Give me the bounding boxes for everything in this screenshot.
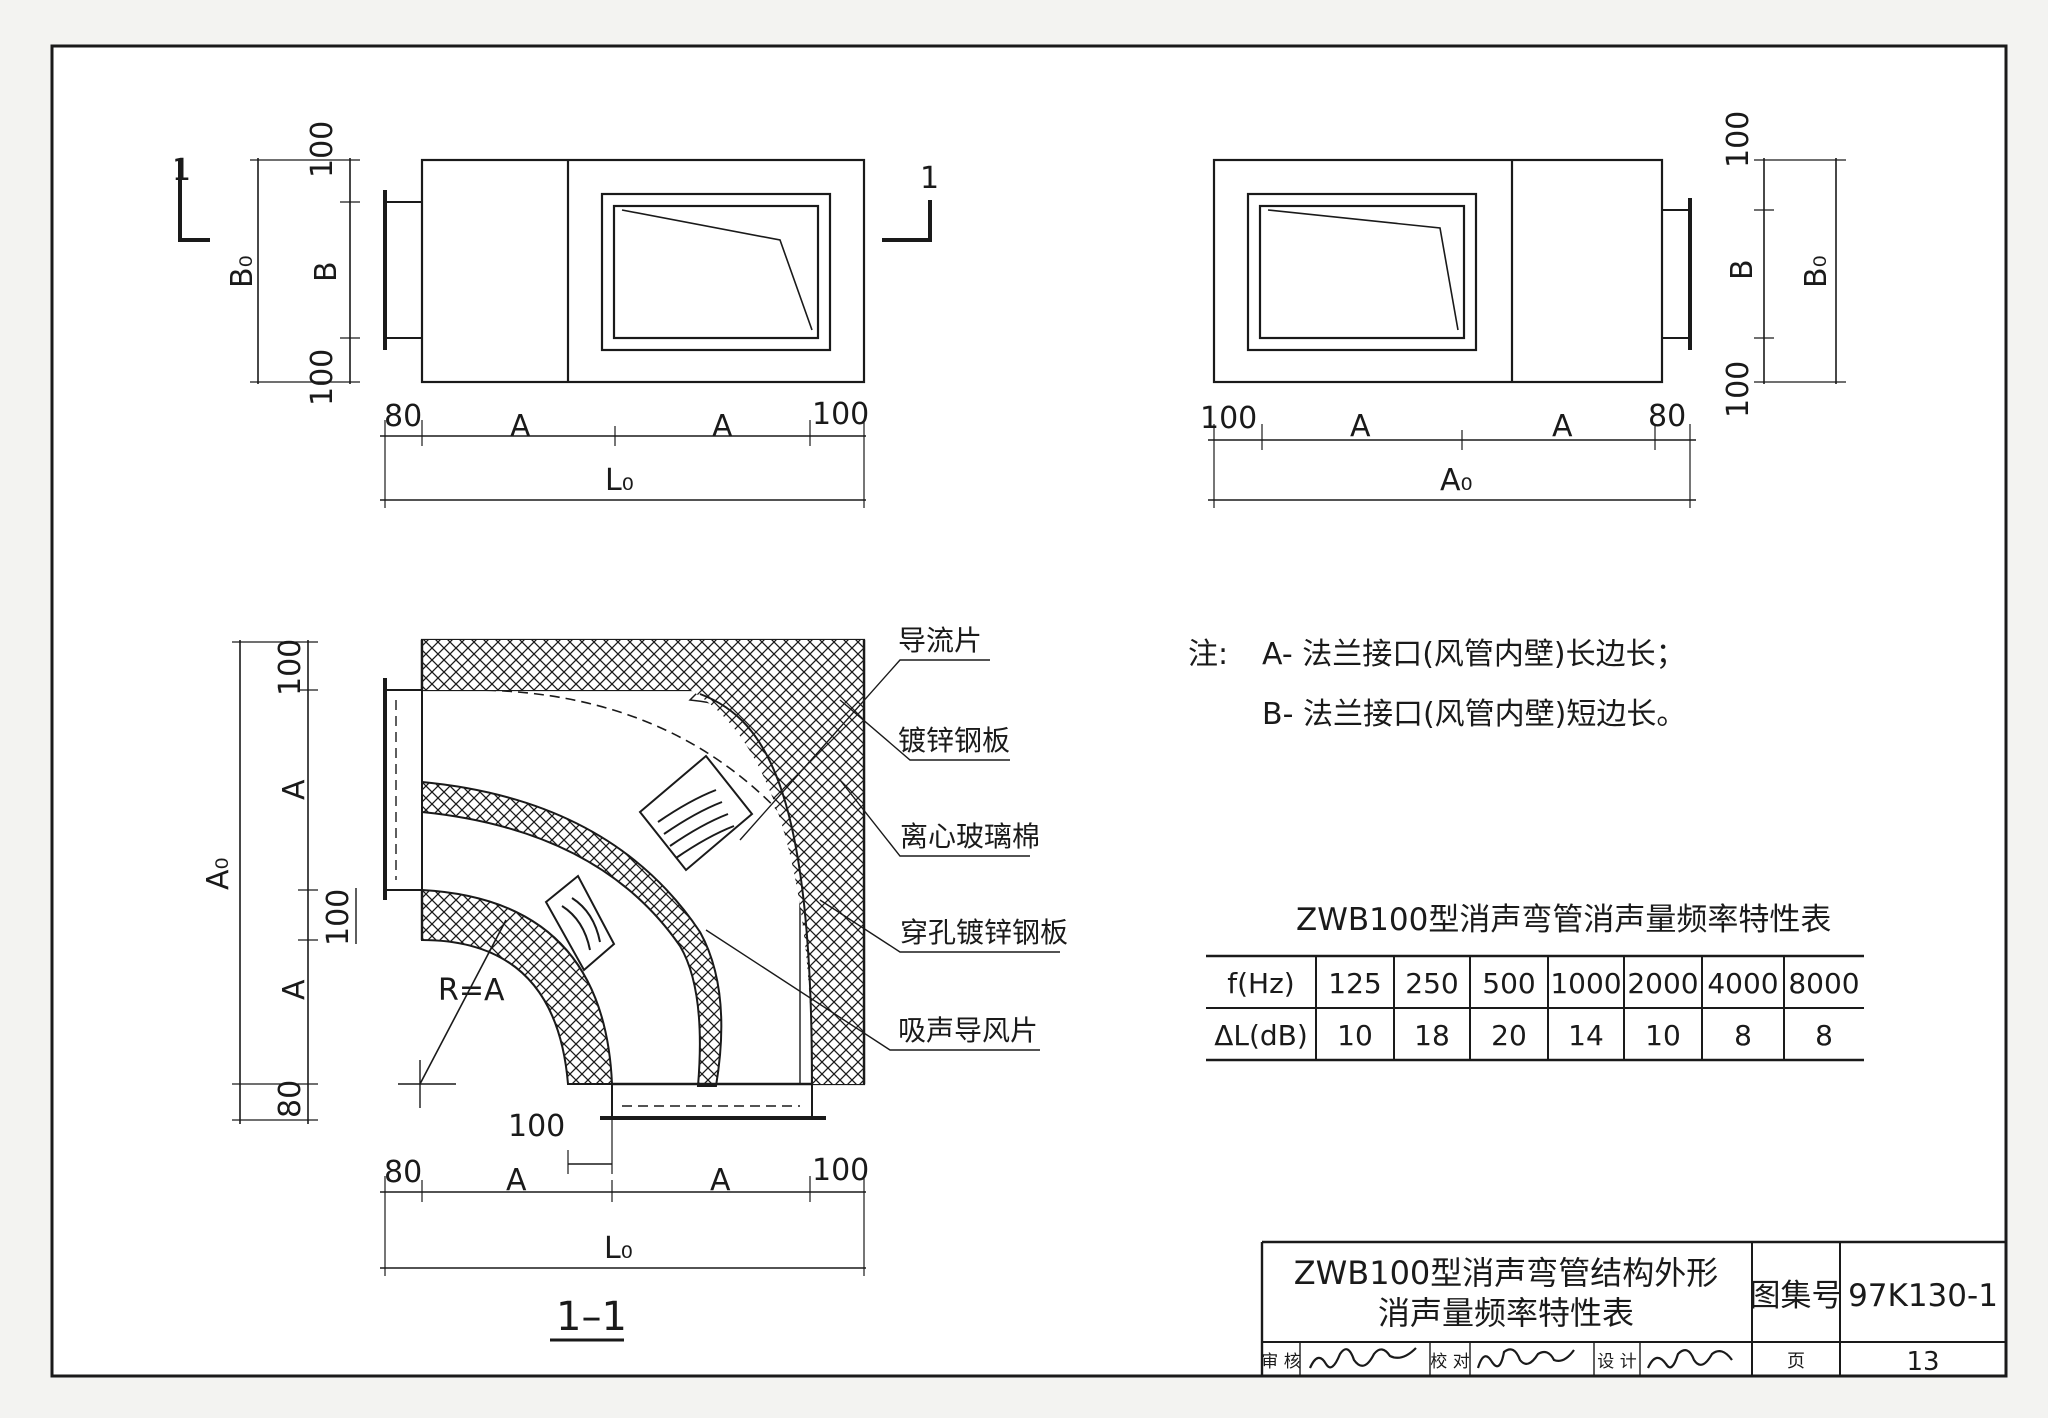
radius-label: R=A — [438, 973, 505, 1008]
page-label: 页 — [1787, 1351, 1805, 1372]
sec-bottom-0: 80 — [384, 1155, 422, 1190]
table-cell-r1c4: 14 — [1568, 1019, 1604, 1052]
sec-dim-0: 100 — [273, 639, 308, 696]
atlas-label: 图集号 — [1750, 1278, 1843, 1314]
top-left-elevation — [178, 158, 932, 508]
outlet-offset-label: 100 — [508, 1109, 565, 1144]
access-panel-outer — [600, 192, 832, 352]
dim-r-total: B₀ — [1799, 255, 1834, 288]
access-panel-inner — [612, 204, 820, 340]
table-cell-r1c3: 20 — [1491, 1019, 1527, 1052]
callout-galvanized-sheet: 镀锌钢板 — [898, 724, 1010, 757]
dim-r-bottom-total: A₀ — [1440, 463, 1473, 498]
dim-r-top: 100 — [1721, 111, 1756, 168]
design-label: 设 计 — [1597, 1352, 1636, 1372]
dim-b-top: 100 — [305, 121, 340, 178]
dim-r-bottom-3: 80 — [1648, 399, 1686, 434]
sec-dim-4: 80 — [273, 1080, 308, 1118]
table-cell-r0c1: 125 — [1328, 967, 1381, 1000]
signature-reviewer — [1308, 1347, 1417, 1369]
dim-r-bottom-2: A — [1552, 409, 1573, 444]
notes-line2: B- 法兰接口(风管内壁)短边长。 — [1262, 697, 1686, 732]
check-label: 校 对 — [1430, 1352, 1469, 1372]
sheet-frame — [50, 44, 2008, 1378]
table-cell-r0c0: f(Hz) — [1227, 967, 1294, 1000]
dim-bottom-1: A — [510, 409, 531, 444]
top-left-labels: 1 1 100 B 100 B₀ 80 A A 100 L₀ — [172, 121, 939, 498]
section-title: 1–1 — [556, 1294, 627, 1340]
sec-dim-3: A — [277, 979, 312, 1000]
table-cell-r1c7: 8 — [1815, 1019, 1833, 1052]
table-cell-r0c4: 1000 — [1550, 967, 1621, 1000]
callout-glass-wool: 离心玻璃棉 — [900, 820, 1040, 853]
sec-dim-total: A₀ — [201, 857, 236, 890]
callout-absorbent-vane: 吸声导风片 — [898, 1014, 1038, 1047]
table-cell-r0c3: 500 — [1482, 967, 1535, 1000]
sec-dim-2: 100 — [321, 889, 356, 946]
notes: 注: A- 法兰接口(风管内壁)长边长； B- 法兰接口(风管内壁)短边长。 — [1188, 637, 1686, 732]
access-panel-inner-right — [1258, 204, 1466, 340]
dim-bottom-total: L₀ — [605, 463, 634, 498]
table-cell-r1c1: 10 — [1337, 1019, 1373, 1052]
dim-r-bottom-1: A — [1350, 409, 1371, 444]
dim-b-total: B₀ — [225, 255, 260, 288]
table-cell-r1c0: ΔL(dB) — [1214, 1019, 1308, 1052]
title-line2: 消声量频率特性表 — [1378, 1294, 1634, 1332]
notes-prefix: 注: — [1188, 637, 1228, 672]
notes-line1: A- 法兰接口(风管内壁)长边长； — [1262, 637, 1686, 672]
absorbent-vane-lower — [544, 874, 616, 972]
title-block: ZWB100型消声弯管结构外形 消声量频率特性表 图集号 97K130-1 审 … — [1260, 1240, 2006, 1377]
sec-bottom-1: A — [506, 1163, 527, 1198]
table-cell-r0c6: 4000 — [1707, 967, 1778, 1000]
sec-bottom-total: L₀ — [604, 1231, 633, 1266]
callout-leaders — [705, 659, 1060, 1051]
atlas-number: 97K130-1 — [1848, 1278, 1998, 1314]
section-mark-text-right: 1 — [920, 161, 939, 196]
table-cell-r0c7: 8000 — [1788, 967, 1859, 1000]
section-mark-left — [178, 160, 210, 242]
dim-b-bottom: 100 — [305, 349, 340, 406]
dim-r-bottom-0: 100 — [1200, 401, 1257, 436]
callout-perforated-sheet: 穿孔镀锌钢板 — [900, 916, 1068, 949]
table-cell-r1c2: 18 — [1414, 1019, 1450, 1052]
table-cell-r0c2: 250 — [1405, 967, 1458, 1000]
dim-bottom-0: 80 — [384, 399, 422, 434]
table-cell-r1c6: 8 — [1734, 1019, 1752, 1052]
table-cell-r0c5: 2000 — [1627, 967, 1698, 1000]
dim-bottom-2: A — [712, 409, 733, 444]
dim-b-mid: B — [309, 261, 344, 282]
sec-bottom-2: A — [710, 1163, 731, 1198]
frequency-table: ZWB100型消声弯管消声量频率特性表 f(Hz) 125 250 500 10… — [1206, 902, 1864, 1062]
section-labels: 100 A 100 A 80 A₀ R=A 100 80 A A 100 L₀ … — [201, 624, 1068, 1340]
section-mark-right — [882, 200, 932, 242]
signature-designer — [1646, 1349, 1733, 1369]
sec-dim-1: A — [277, 779, 312, 800]
top-right-elevation — [1208, 158, 1846, 508]
access-panel-outer-right — [1246, 192, 1478, 352]
review-label: 审 核 — [1261, 1352, 1300, 1372]
signature-checker — [1476, 1348, 1575, 1369]
table-cell-r1c5: 10 — [1645, 1019, 1681, 1052]
section-view — [232, 638, 1060, 1342]
top-right-labels: 100 B 100 B₀ 100 A A 80 A₀ — [1200, 111, 1834, 498]
section-mark-text-left: 1 — [172, 153, 191, 188]
table-title: ZWB100型消声弯管消声量频率特性表 — [1296, 902, 1831, 938]
absorbent-vane-upper — [638, 754, 754, 872]
dim-r-mid: B — [1725, 259, 1760, 280]
title-line1: ZWB100型消声弯管结构外形 — [1294, 1254, 1719, 1292]
sec-bottom-3: 100 — [812, 1153, 869, 1188]
page-number: 13 — [1906, 1347, 1939, 1377]
dim-r-bottom: 100 — [1721, 361, 1756, 418]
callout-guide-vane: 导流片 — [898, 624, 982, 657]
dim-bottom-3: 100 — [812, 397, 869, 432]
middle-guide-vane — [421, 780, 723, 1087]
